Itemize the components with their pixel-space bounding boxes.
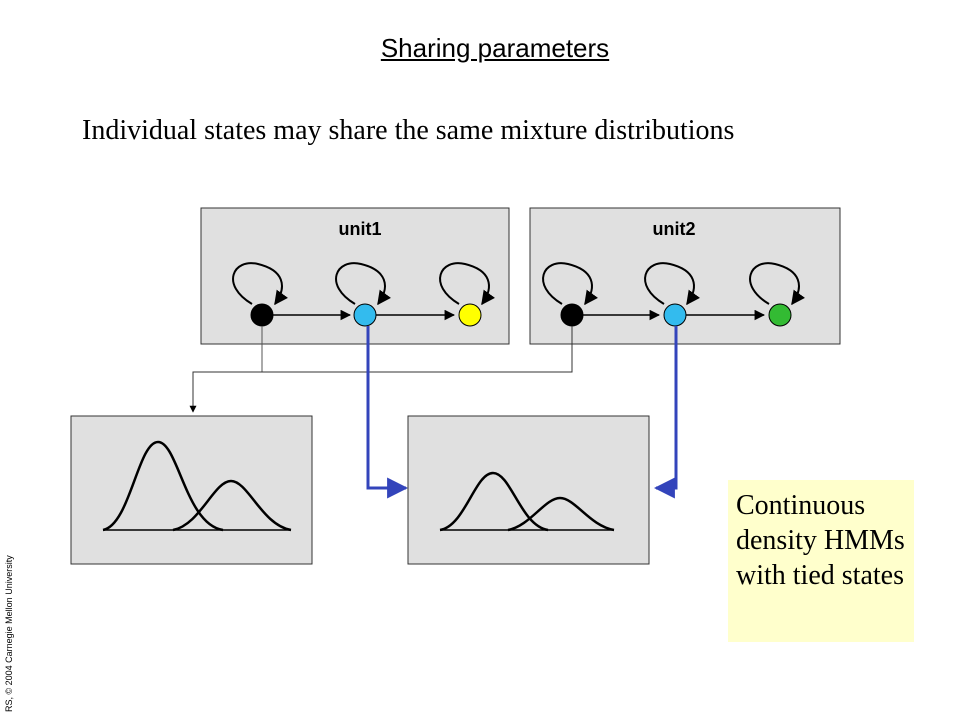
unit2-state1 [560,303,584,327]
mixture-panel-right [407,415,650,565]
mixture-panel-left [70,415,313,565]
unit1-state2 [353,303,377,327]
self-loops [542,262,806,306]
self-loops [232,262,496,306]
slide-subtitle: Individual states may share the same mix… [82,115,735,146]
unit1-state1 [250,303,274,327]
unit2-state2 [663,303,687,327]
tied-states-note: Continuous density HMMs with tied states [728,480,914,642]
unit1-state3 [458,303,482,327]
gaussian-curves [439,471,615,532]
unit1-panel: unit1 [200,207,510,345]
gaussian-curves [102,440,292,532]
tie-lines-middle-states [366,326,678,499]
slide-title: Sharing parameters [380,33,610,63]
tie-lines-first-states [189,326,573,413]
unit2-state3 [768,303,792,327]
unit1-label: unit1 [339,219,382,239]
unit2-label: unit2 [653,219,696,239]
unit2-panel: unit2 [529,207,841,345]
